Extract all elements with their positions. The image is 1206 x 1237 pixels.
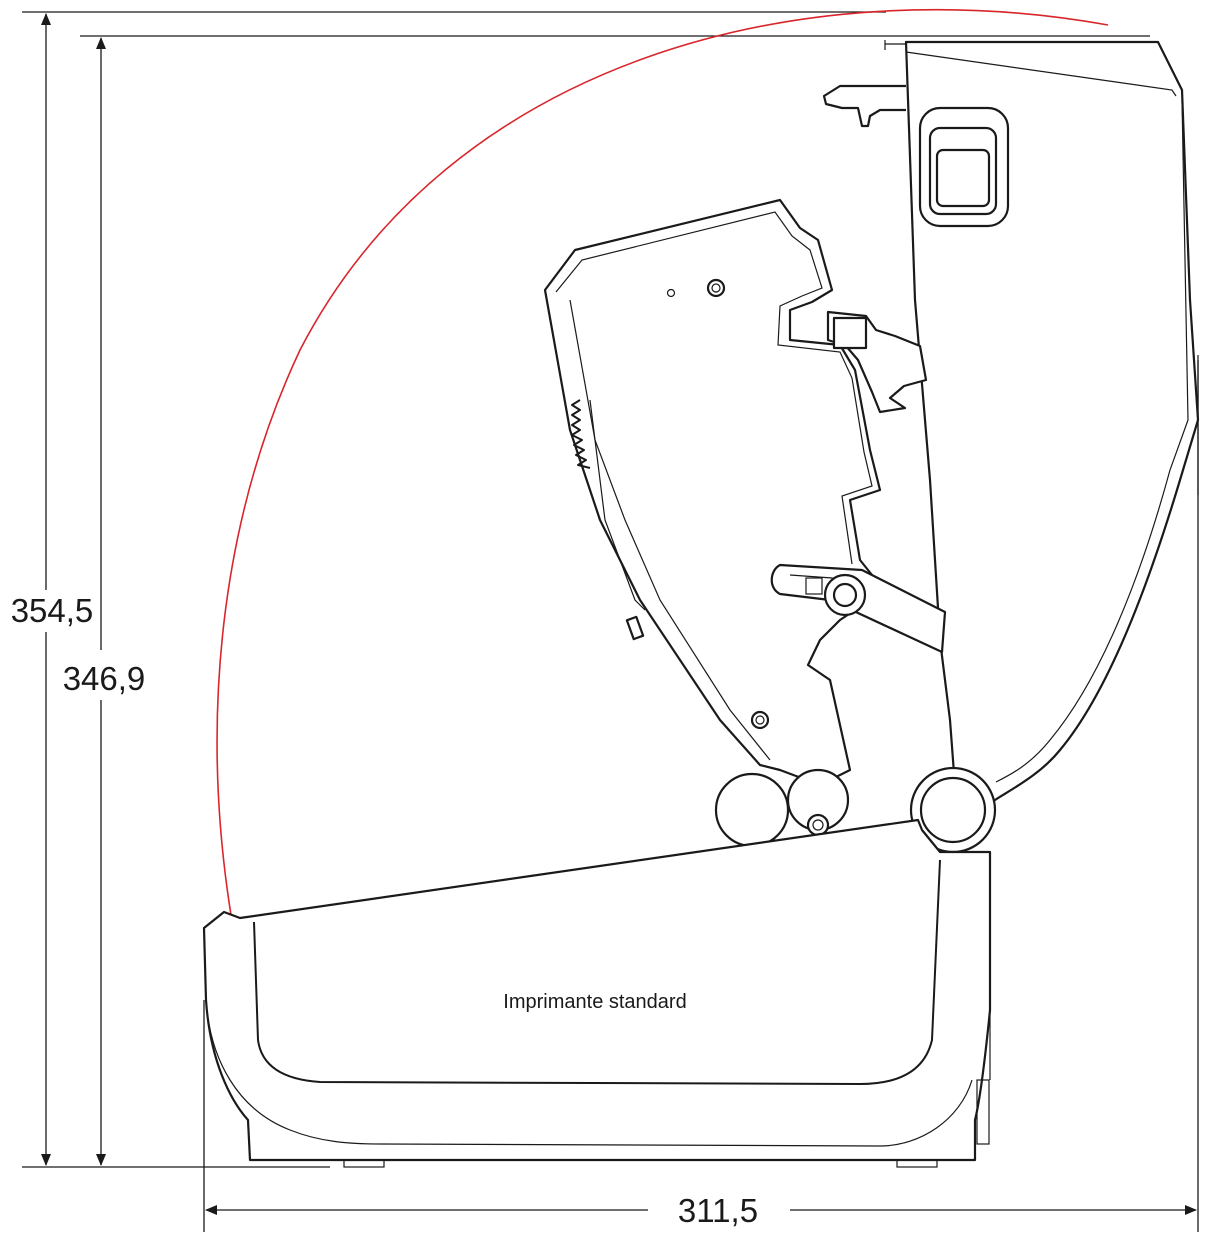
- printer-lid: [884, 40, 1200, 802]
- guide-bracket: [826, 310, 928, 414]
- main-hinge: [909, 766, 997, 854]
- plate-screw-lower-center: [755, 715, 765, 725]
- printer-base: Imprimante standard: [202, 818, 992, 1168]
- media-roller-left: [714, 772, 790, 848]
- depth-value: 311,5: [678, 1192, 758, 1229]
- lid-inner-curve: [995, 99, 1189, 783]
- media-frame: [543, 198, 882, 787]
- body-height-dimension: 346,9: [63, 35, 1150, 1166]
- foot-left: [343, 1159, 385, 1168]
- pivot-arm-grip: [805, 577, 823, 595]
- lid-opening-arc: [216, 8, 1109, 916]
- drive-gear: [571, 399, 646, 641]
- plate-screw-upper-center: [711, 283, 721, 293]
- base-shell: [202, 818, 992, 1162]
- lid-release-button: [918, 106, 1010, 228]
- gear-housing-edge: [589, 399, 646, 611]
- lid-latch-hook: [822, 84, 906, 128]
- guide-bracket-block: [832, 316, 868, 350]
- rear-connector: [976, 1079, 990, 1145]
- base-window: [253, 859, 941, 1085]
- hinge-inner: [919, 776, 987, 844]
- media-plate-left-rail: [569, 299, 771, 761]
- roller-axle: [806, 813, 830, 837]
- gear-teeth: [571, 399, 591, 469]
- base-bottom-curve: [205, 999, 973, 1147]
- overall-height-dimension: 354,5: [11, 11, 886, 1168]
- pivot-arm: [770, 563, 947, 654]
- media-plate-inner-edge: [555, 211, 873, 565]
- roller-axle-center: [812, 819, 824, 831]
- plate-screw-lower: [750, 710, 770, 730]
- overall-height-value: 354,5: [11, 592, 94, 629]
- button-face: [935, 148, 991, 208]
- plate-hole: [666, 288, 676, 298]
- sensor-clip: [625, 615, 645, 641]
- printer-label: Imprimante standard: [503, 991, 686, 1013]
- plate-screw-upper: [706, 278, 726, 298]
- body-height-value: 346,9: [63, 660, 146, 697]
- media-plate: [543, 198, 882, 787]
- lid-top-edge: [905, 51, 1177, 97]
- rollers: [714, 768, 850, 848]
- depth-dimension: 311,5: [203, 360, 1199, 1232]
- lid-shell: [904, 40, 1200, 802]
- pivot-hub-center: [832, 582, 858, 608]
- foot-right: [896, 1159, 938, 1168]
